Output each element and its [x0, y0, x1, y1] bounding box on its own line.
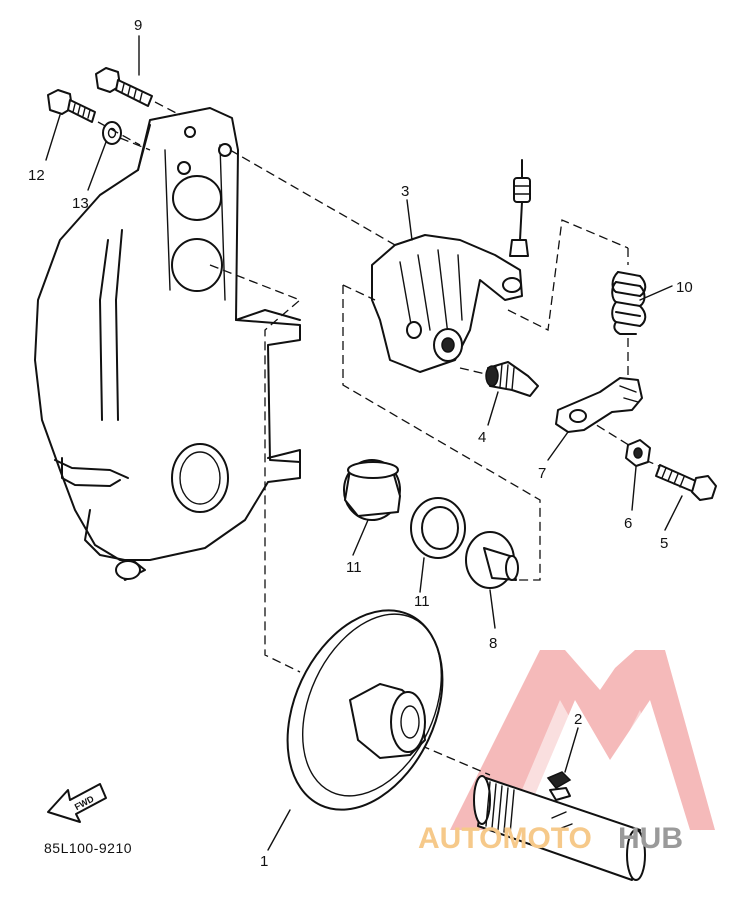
washer-8: [465, 531, 519, 589]
callout-1: 1: [260, 853, 268, 870]
callout-12: 12: [28, 167, 45, 184]
watermark-text: AUTOMOTO HUB: [418, 822, 683, 855]
bolt-12: [47, 89, 96, 123]
callout-7: 7: [538, 465, 546, 482]
callout-11-upper: 11: [346, 559, 362, 576]
callout-3: 3: [401, 183, 409, 200]
adjust-screw-4: [485, 361, 539, 397]
part-code: 85L100-9210: [44, 840, 132, 856]
callout-2: 2: [574, 711, 582, 728]
washer-13: [102, 121, 122, 145]
key-2: [546, 771, 572, 789]
callout-8: 8: [489, 635, 497, 652]
cable-connector: [509, 159, 531, 257]
shift-lever-holder-3: [371, 234, 523, 373]
nut-6: [625, 439, 651, 467]
callout-6: 6: [624, 515, 632, 532]
callout-4: 4: [478, 429, 486, 446]
watermark-brand-right: HUB: [618, 822, 683, 855]
bushing-11-lower: [410, 497, 466, 559]
bolt-5: [655, 464, 717, 501]
callout-13: 13: [72, 195, 89, 212]
spring-10: [611, 271, 647, 375]
callout-5: 5: [660, 535, 668, 552]
callout-9: 9: [134, 17, 142, 34]
logo-triangle: [450, 650, 715, 830]
primary-sheave-1: [286, 609, 444, 811]
bushing-11-upper: [343, 459, 401, 521]
drive-shaft: [473, 775, 646, 881]
fwd-arrow-icon: FWD: [47, 783, 107, 823]
gear-case-housing: [34, 107, 301, 581]
bolt-9: [95, 67, 153, 107]
callout-10: 10: [676, 279, 693, 296]
leader-lines: [45, 35, 683, 851]
shift-lever-7: [555, 377, 643, 433]
watermark-brand-left: AUTOMOTO: [418, 822, 592, 855]
callout-11-ring: 11: [414, 593, 430, 610]
callout-labels: 9 12 13 3 10 4 7 6 5 11 11 8 2 1: [28, 17, 693, 870]
